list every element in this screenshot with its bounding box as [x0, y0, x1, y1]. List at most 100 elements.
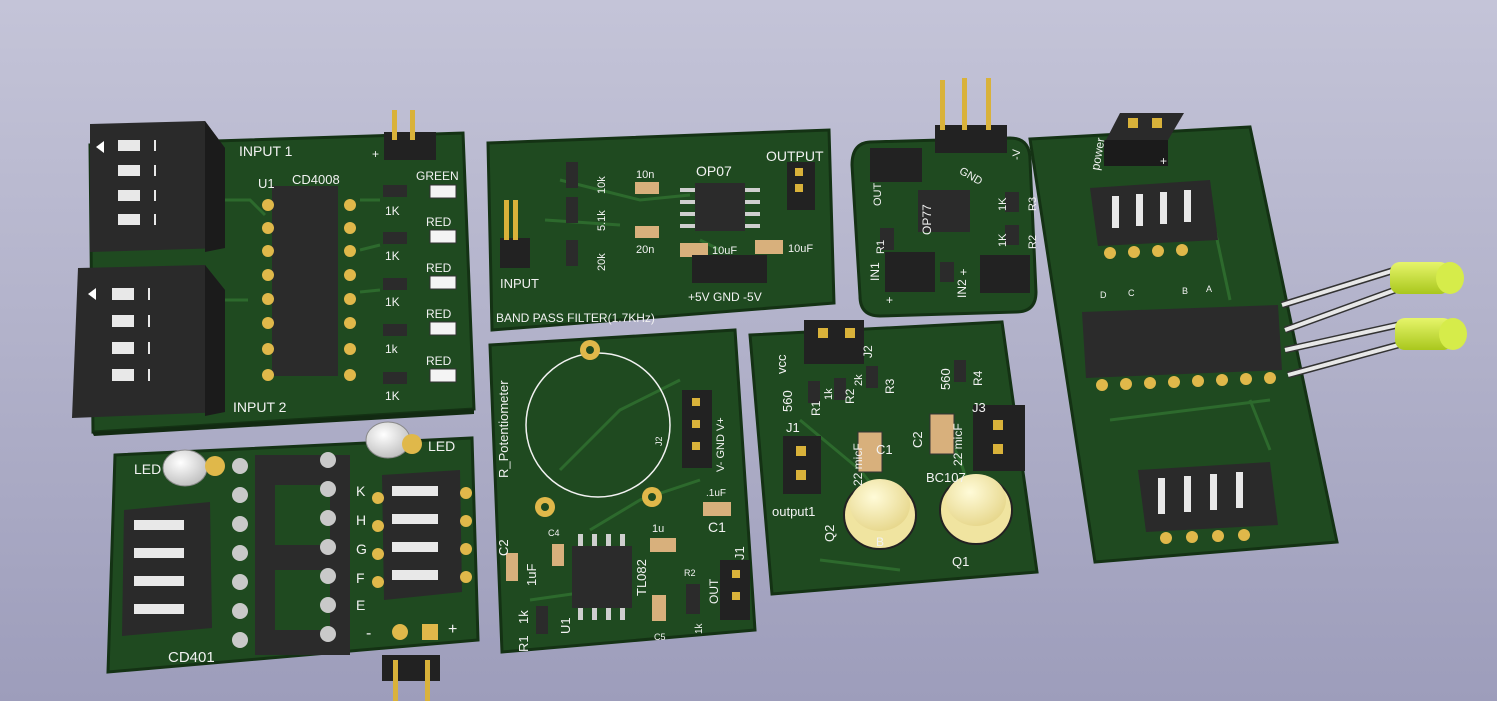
pot-board: R_Potentiometer J2 V- GND V+ C2 1uF C4 C…	[488, 328, 757, 654]
zif-socket[interactable]	[232, 452, 350, 655]
res-label-2: 1K	[385, 249, 400, 263]
r2-label: R2	[1027, 235, 1039, 249]
j3-amp: J3	[972, 400, 986, 415]
c2-pot: C2	[496, 539, 511, 556]
plus-a: +	[886, 293, 893, 307]
bandpass-board: OUTPUT INPUT BAND PASS FILTER(1.7KHz) OP…	[486, 128, 836, 332]
red-label-2: RED	[426, 261, 452, 275]
cd401-label: CD401	[168, 649, 215, 666]
c4-label: C4	[548, 528, 560, 538]
c1-amp: C1	[876, 442, 893, 457]
letter-e: E	[356, 597, 365, 613]
in1-header[interactable]	[885, 252, 935, 292]
u1-ref: U1	[258, 176, 275, 191]
white-led-right	[365, 421, 422, 459]
q2-label: Q2	[822, 525, 837, 542]
green-label: GREEN	[416, 169, 459, 183]
power-label: power	[1088, 137, 1107, 172]
led-left-label: LED	[134, 461, 161, 477]
op07-ic	[680, 183, 760, 231]
r560a: 560	[780, 390, 795, 412]
bp-input-label: INPUT	[500, 276, 539, 291]
c1val-amp: 22 micF	[851, 443, 865, 486]
bc107-label: BC107	[926, 470, 966, 485]
r2-amp: R2	[843, 388, 857, 404]
minus-label: -	[366, 625, 371, 642]
dip-switch-1[interactable]	[90, 121, 225, 252]
supply-header-pot[interactable]	[682, 390, 712, 468]
j1-amp: J1	[786, 420, 800, 435]
r2-pot: R2	[684, 568, 696, 578]
tl082-label: TL082	[634, 559, 649, 596]
bottom-dip-switch[interactable]	[1138, 462, 1278, 544]
r1-label: R1	[875, 240, 887, 254]
pin-a: A	[1206, 284, 1212, 294]
vcc-label: vcc	[774, 354, 789, 374]
clock-board: power + D C B A	[1028, 113, 1467, 564]
j3-header[interactable]	[973, 405, 1025, 471]
res-label-5: 1K	[385, 389, 400, 403]
c10u-label-a: 10uF	[712, 245, 737, 257]
output-label-amp: output1	[772, 504, 815, 519]
u1-pot: U1	[558, 617, 573, 634]
r3-amp: R3	[883, 378, 897, 394]
r51k-label: 5.1k	[596, 210, 608, 231]
out-header-pot[interactable]	[720, 560, 750, 620]
supply-header[interactable]	[692, 255, 767, 283]
r1val-pot: 1k	[516, 610, 531, 624]
output-header[interactable]	[787, 162, 815, 210]
top-dip-switch[interactable]	[1090, 180, 1218, 259]
red-label-1: RED	[426, 215, 452, 229]
c3val-label: 1u	[652, 523, 664, 535]
op77-ic	[918, 190, 970, 232]
in2-header[interactable]	[980, 255, 1030, 293]
left-dip-switch[interactable]	[122, 502, 212, 636]
op07-label: OP07	[696, 163, 732, 179]
res-label-3: 1K	[385, 295, 400, 309]
op77-out-header[interactable]	[870, 148, 922, 182]
plus-label-led: +	[448, 621, 457, 638]
r1-pot: R1	[516, 635, 531, 652]
c1val-pot: .1uF	[706, 488, 726, 499]
op77-top-header[interactable]	[935, 78, 1007, 153]
q1-label: Q1	[952, 554, 969, 569]
j2-amp: J2	[861, 345, 875, 358]
letter-g: G	[356, 541, 367, 557]
r10k-label: 10k	[596, 176, 608, 194]
power-header	[384, 110, 436, 160]
c2val-pot: 1uF	[524, 564, 539, 586]
vminus-label: -V	[1011, 148, 1023, 160]
output-header-amp[interactable]	[783, 436, 821, 494]
led-board-header[interactable]	[382, 624, 440, 701]
amp-board: vcc J2 560 560 R1 1k R2 2k R3 R4 J1 J3 C…	[748, 320, 1039, 596]
clock-ic	[1082, 305, 1282, 391]
power-connector[interactable]	[1104, 113, 1184, 166]
amp-passives	[808, 360, 966, 473]
input-board: INPUT 1 INPUT 2 U1 CD4008 + GREEN RED RE…	[72, 110, 476, 436]
cd4008-ic	[262, 186, 356, 381]
r1val-amp: 1k	[823, 388, 835, 400]
supply-label: +5V GND -5V	[688, 290, 762, 304]
c2val-amp: 22 micF	[951, 423, 965, 466]
vcc-header[interactable]	[804, 320, 864, 364]
r1k-label-b: 1K	[997, 233, 1009, 247]
letter-h: H	[356, 512, 366, 528]
in1-label: IN1	[868, 262, 882, 281]
clock-plus-label: +	[1160, 154, 1167, 168]
output-label: OUTPUT	[766, 148, 824, 164]
j2-pot: J2	[654, 436, 664, 446]
letter-k: K	[356, 483, 366, 499]
dip-switch-2[interactable]	[72, 265, 225, 418]
input-header[interactable]	[500, 200, 530, 268]
input-resistors	[383, 185, 407, 384]
green-led-1	[1280, 262, 1464, 334]
pot-passives	[506, 502, 731, 634]
c5-label: C5	[654, 632, 666, 642]
c2-amp: C2	[910, 431, 925, 448]
op77-board: OP77 OUT GND -V IN1 IN2 R1 R2 R3 1K 1K +…	[850, 78, 1039, 318]
green-led-2	[1284, 318, 1467, 379]
r1-amp: R1	[809, 400, 823, 416]
right-dip-switch[interactable]	[372, 470, 472, 600]
r20k-label: 20k	[596, 253, 608, 271]
input-leds	[429, 184, 457, 383]
